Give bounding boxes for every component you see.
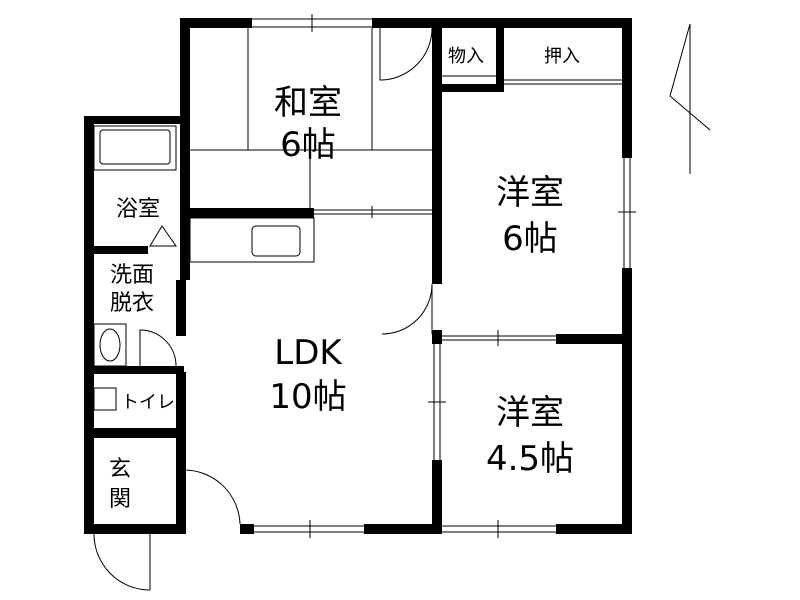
washroom-label-1: 洗面 bbox=[110, 263, 154, 288]
room-labels: 和室 6帖 洋室 6帖 洋室 4.5帖 LDK 10帖 浴室 洗面 脱衣 トイレ… bbox=[109, 46, 580, 512]
youshitsu-45-name: 洋室 bbox=[496, 393, 564, 433]
closet-1-label: 物入 bbox=[448, 46, 484, 67]
youshitsu-6-size: 6帖 bbox=[502, 219, 558, 259]
washitsu-size: 6帖 bbox=[280, 125, 336, 165]
bath-label: 浴室 bbox=[116, 197, 160, 222]
entrance-label-1: 玄 bbox=[109, 457, 131, 482]
youshitsu-6-name: 洋室 bbox=[496, 173, 564, 213]
ldk-name: LDK bbox=[274, 333, 343, 373]
entrance-label-2: 関 bbox=[109, 487, 131, 512]
closet-2-label: 押入 bbox=[544, 46, 580, 67]
washroom-label-2: 脱衣 bbox=[110, 291, 154, 316]
washitsu-name: 和室 bbox=[274, 83, 342, 123]
fixtures bbox=[93, 14, 711, 591]
ldk-size: 10帖 bbox=[269, 377, 346, 417]
youshitsu-45-size: 4.5帖 bbox=[486, 439, 574, 479]
toilet-label: トイレ bbox=[121, 392, 175, 413]
walls bbox=[84, 18, 632, 534]
